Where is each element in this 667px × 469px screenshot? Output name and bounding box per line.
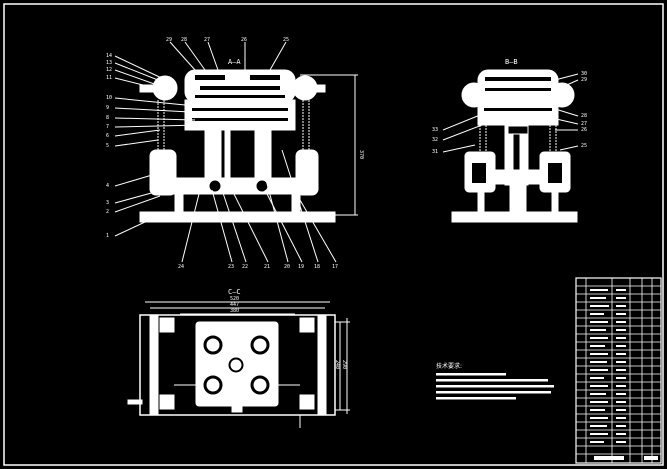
- tech-req-title: 技术要求:: [436, 362, 462, 370]
- view-bb: B—B: [442, 58, 579, 223]
- part-label: 19: [298, 264, 304, 270]
- dim-width-1: 520: [230, 296, 239, 302]
- part-label: 26: [581, 127, 587, 133]
- parts-list-rows: [576, 285, 661, 455]
- part-label: 3: [106, 200, 109, 206]
- part-label: 28: [181, 37, 187, 43]
- part-label: 33: [432, 127, 438, 133]
- part-label: 21: [264, 264, 270, 270]
- part-label: 31: [432, 149, 438, 155]
- aa-left-leaders: [114, 55, 201, 237]
- dim-side-1: 240: [334, 360, 340, 369]
- part-label: 2: [106, 209, 109, 215]
- part-label: 30: [581, 71, 587, 77]
- dim-side-2: 290: [341, 360, 347, 369]
- part-label: 6: [106, 133, 109, 139]
- part-label: 12: [106, 67, 112, 73]
- part-label: 22: [242, 264, 248, 270]
- tech-requirements: 技术要求:: [436, 362, 554, 400]
- part-label: 26: [241, 37, 247, 43]
- bb-labels: 33 32 31 30 29 28 27 26 25: [432, 71, 587, 155]
- title-block: [575, 277, 662, 464]
- view-aa: A—A: [114, 41, 364, 263]
- part-label: 11: [106, 75, 112, 81]
- part-label: 1: [106, 233, 109, 239]
- part-label: 5: [106, 143, 109, 149]
- part-label: 27: [581, 121, 587, 127]
- part-label: 14: [106, 53, 112, 59]
- part-label: 18: [314, 264, 320, 270]
- part-label: 8: [106, 115, 109, 121]
- part-label: 7: [106, 124, 109, 130]
- view-cc-title: C—C: [228, 288, 241, 296]
- aa-left-labels: 14 13 12 11 10 9 8 7 6 5 4 3 2 1: [106, 53, 112, 239]
- dim-height: 370: [358, 150, 364, 159]
- view-cc: C—C 520 447 380 240: [127, 288, 350, 428]
- part-label: 10: [106, 95, 112, 101]
- part-label: 25: [581, 143, 587, 149]
- part-label: 13: [106, 60, 112, 66]
- part-label: 25: [283, 37, 289, 43]
- view-aa-title: A—A: [228, 58, 241, 66]
- parts-list-text-blocks: [590, 289, 658, 460]
- aa-bottom-labels: 24 23 22 21 20 19 18 17: [178, 264, 338, 270]
- part-label: 17: [332, 264, 338, 270]
- aa-top-labels: 29 28 27 26 25: [166, 37, 289, 43]
- part-label: 24: [178, 264, 184, 270]
- part-label: 32: [432, 137, 438, 143]
- part-label: 27: [204, 37, 210, 43]
- dim-width-3: 380: [230, 308, 239, 314]
- part-label: 9: [106, 105, 109, 111]
- part-label: 29: [166, 37, 172, 43]
- view-bb-title: B—B: [505, 58, 518, 66]
- part-label: 4: [106, 183, 109, 189]
- part-label: 29: [581, 77, 587, 83]
- part-label: 28: [581, 113, 587, 119]
- part-label: 23: [228, 264, 234, 270]
- sheet-border: [3, 3, 664, 466]
- part-label: 20: [284, 264, 290, 270]
- dim-width-2: 447: [230, 302, 239, 308]
